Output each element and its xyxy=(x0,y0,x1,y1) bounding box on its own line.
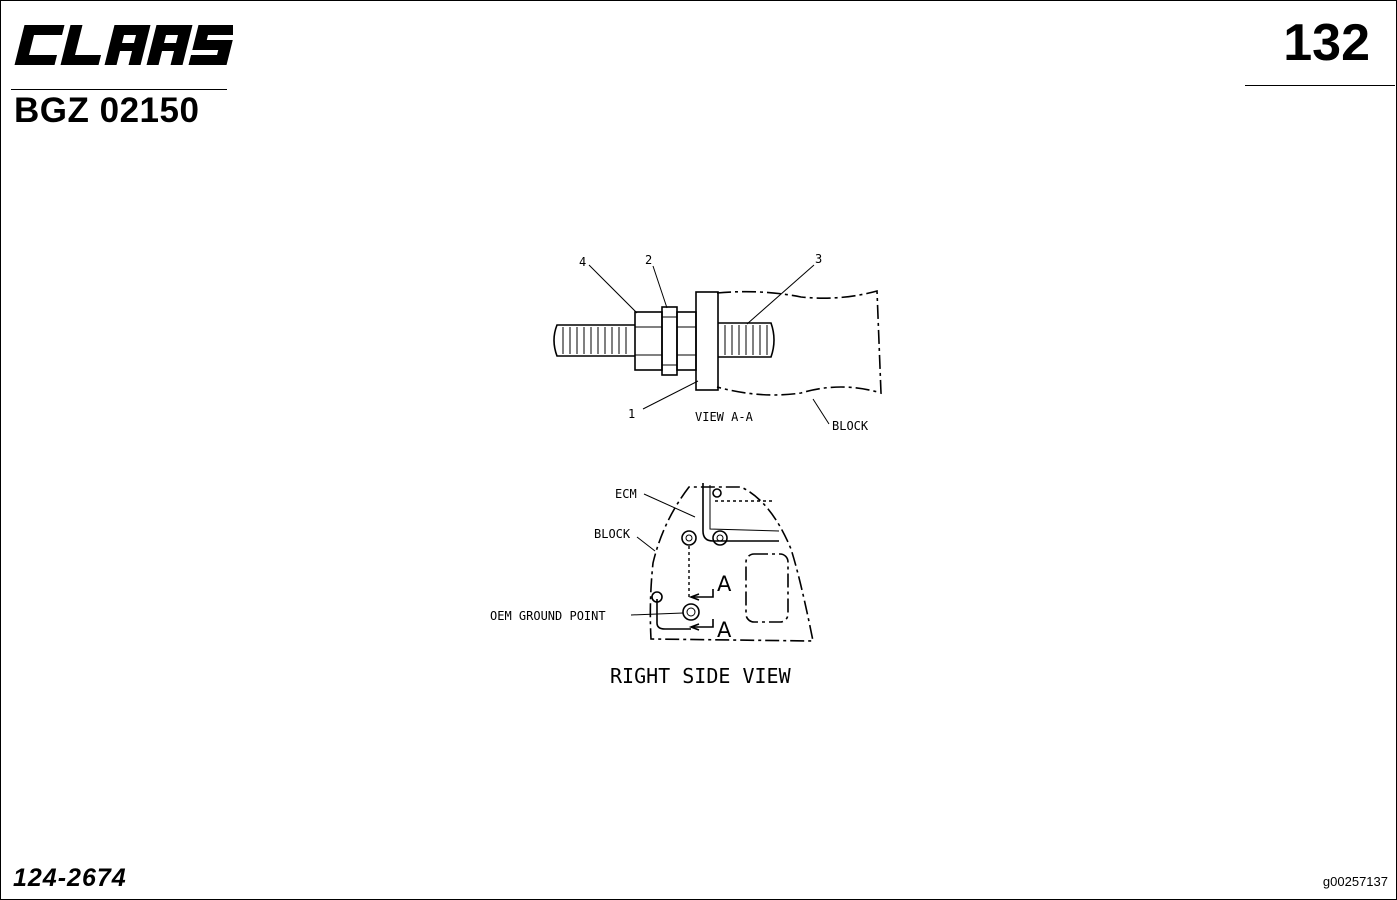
leader-ground xyxy=(630,612,684,616)
view-aa-title: VIEW A-A xyxy=(695,410,754,424)
stud-left-threads xyxy=(562,327,627,354)
ecm-bolt-left xyxy=(681,530,697,546)
callout-1: 1 xyxy=(628,407,635,421)
ground-point xyxy=(682,603,700,621)
leader-4 xyxy=(588,264,638,314)
view-aa-block-label: BLOCK xyxy=(832,419,869,433)
right-side-view-title: RIGHT SIDE VIEW xyxy=(610,664,792,688)
ecm-bolt-right xyxy=(712,530,728,546)
flange xyxy=(695,291,719,391)
leader-2 xyxy=(652,265,668,309)
callout-2: 2 xyxy=(645,253,652,267)
side-block-label: BLOCK xyxy=(594,527,631,541)
ecm-label: ECM xyxy=(615,487,637,501)
nut-4 xyxy=(634,311,663,371)
page-number: 132 xyxy=(1283,14,1370,72)
header-rule-right xyxy=(1245,85,1395,86)
callout-4: 4 xyxy=(579,255,586,269)
side-block-outline xyxy=(649,486,814,642)
nut-1 xyxy=(676,311,697,371)
stud-right xyxy=(718,322,775,358)
figure-id: g00257137 xyxy=(1322,874,1388,889)
right-side-view xyxy=(630,483,814,642)
block-cutout xyxy=(745,553,789,623)
header-rule-left xyxy=(11,89,227,90)
ground-point-label: OEM GROUND POINT xyxy=(490,609,606,623)
leader-3 xyxy=(746,264,815,325)
leader-block xyxy=(812,398,830,425)
stud-right-threads xyxy=(724,325,768,355)
callout-3: 3 xyxy=(815,252,822,266)
block-outline xyxy=(716,289,882,396)
stud-left xyxy=(553,324,635,357)
section-mark-top: A xyxy=(717,572,732,596)
doc-code: BGZ 02150 xyxy=(14,91,200,130)
ground-strap xyxy=(656,599,691,630)
stud-assembly-view xyxy=(553,264,882,425)
part-number: 124-2674 xyxy=(13,864,127,892)
claas-logo xyxy=(14,25,233,65)
leader-side-block xyxy=(636,536,656,552)
ecm-bracket xyxy=(702,483,779,542)
section-arrow-bottom xyxy=(691,619,714,628)
leader-1 xyxy=(642,380,699,410)
leader-ecm xyxy=(643,493,696,518)
section-mark-bottom: A xyxy=(717,618,732,642)
section-arrow-top xyxy=(691,589,714,598)
